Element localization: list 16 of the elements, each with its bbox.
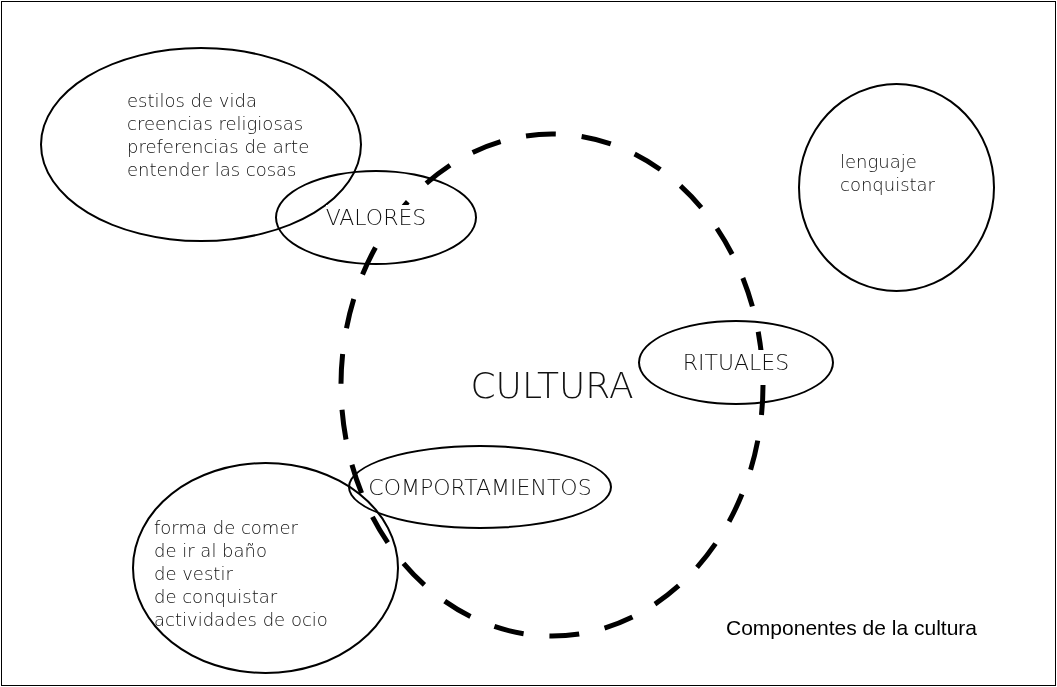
list-item: actividades de ocio [154, 607, 328, 631]
list-item: creencias religiosas [127, 111, 304, 135]
list-item: conquistar [840, 172, 936, 196]
circle [798, 83, 995, 292]
list-item: preferencias de arte [127, 134, 310, 158]
ellipse [638, 320, 834, 405]
core-concept-label: CULTURA [470, 364, 634, 406]
list-item: entender las cosas [127, 157, 297, 181]
component-label: VALORES [325, 205, 427, 230]
list-item: de vestir [154, 561, 233, 585]
caption: Componentes de la cultura [726, 616, 977, 640]
list-item: forma de comer [154, 515, 298, 539]
list-item: de conquistar [154, 584, 278, 608]
list-item: estilos de vida [127, 88, 257, 112]
list-item: lenguaje [840, 149, 917, 173]
list-item: de ir al baño [154, 538, 267, 562]
